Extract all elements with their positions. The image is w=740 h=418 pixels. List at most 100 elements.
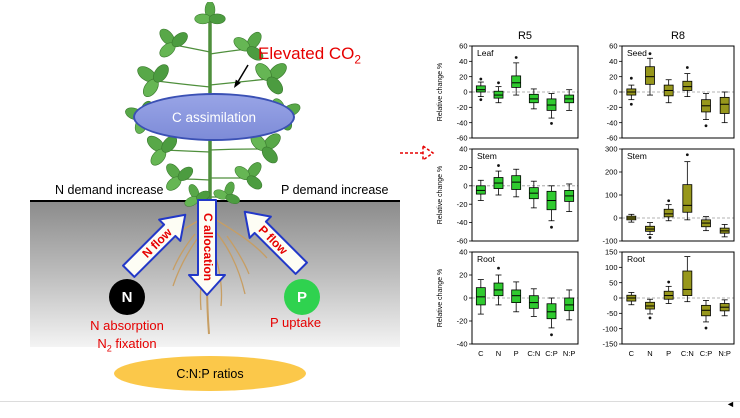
box-C:P: [701, 216, 711, 232]
outlier-point: [514, 56, 518, 59]
outlier-point: [497, 164, 500, 167]
box-N: [645, 298, 655, 320]
box-N:P: [564, 183, 575, 212]
c-assimilation-ellipse: C assimilation: [133, 93, 295, 141]
box-C:N: [682, 153, 693, 221]
p-flow-arrow: [243, 210, 308, 275]
y-tick-label: 100: [605, 263, 618, 272]
y-tick-label: -60: [457, 134, 468, 142]
cnp-ratios-label: C:N:P ratios: [176, 366, 244, 381]
outlier-point: [497, 81, 500, 85]
y-tick-label: -60: [457, 237, 468, 245]
y-tick-label: -40: [457, 218, 468, 227]
outlier-point: [648, 52, 652, 56]
panel-label: Seed: [627, 48, 647, 58]
box-N:P: [564, 289, 575, 321]
box-N:P: [719, 224, 730, 238]
outlier-point: [550, 333, 553, 337]
y-tick-label: -40: [607, 118, 618, 127]
box-C:P: [701, 300, 711, 330]
outlier-point: [497, 266, 500, 270]
y-tick-label: 0: [463, 294, 467, 303]
box-P: [511, 281, 522, 313]
y-axis-title: Relative change %: [437, 63, 444, 121]
n-flow-arrow: [122, 213, 187, 278]
y-tick-label: 150: [605, 249, 618, 257]
y-tick-label: 20: [459, 72, 467, 81]
n2-fixation-label: N2 fixation: [97, 335, 157, 354]
y-tick-label: -40: [457, 118, 468, 127]
n-pool-circle: N: [109, 279, 145, 315]
box-C: [626, 76, 637, 106]
y-axis-title: Relative change %: [437, 166, 444, 224]
box-C:N: [528, 88, 539, 110]
x-tick-label: C: [478, 349, 484, 358]
outlier-point: [550, 122, 553, 125]
n-processes-label: N absorption N2 fixation: [60, 317, 194, 354]
panel-label: Stem: [627, 151, 647, 161]
y-tick-label: 50: [609, 278, 617, 287]
y-tick-label: -20: [457, 103, 468, 112]
x-tick-label: C:P: [700, 349, 713, 358]
panel-label: Stem: [477, 151, 497, 161]
outlier-point: [648, 316, 652, 320]
y-tick-label: 300: [605, 146, 618, 154]
y-tick-label: 0: [613, 88, 617, 97]
outlier-point: [685, 153, 689, 157]
y-tick-label: 40: [459, 249, 467, 257]
p-pool-label: P: [296, 288, 307, 306]
y-tick-label: 40: [459, 57, 467, 66]
box-N: [493, 266, 504, 306]
box-C:N: [528, 288, 539, 317]
box-N:P: [719, 299, 730, 317]
panel-label: Leaf: [477, 48, 494, 58]
outlier-point: [550, 225, 553, 229]
y-tick-label: 20: [459, 271, 467, 280]
y-tick-label: 0: [463, 88, 467, 97]
cursor-arrow: ◄: [726, 399, 735, 409]
c-assimilation-label: C assimilation: [171, 109, 257, 125]
outlier-point: [667, 280, 671, 284]
box-C:N: [528, 180, 539, 209]
link-arrow: [400, 144, 435, 162]
p-pool-circle: P: [284, 279, 320, 315]
box-C:P: [546, 297, 557, 337]
y-tick-label: 40: [459, 146, 467, 154]
outlier-point: [704, 124, 708, 128]
x-tick-label: C:P: [545, 349, 558, 358]
y-tick-label: 40: [609, 57, 617, 66]
box-C: [626, 292, 637, 306]
p-demand-label: P demand increase: [281, 183, 389, 197]
y-tick-label: -20: [457, 317, 468, 326]
box-N:P: [719, 91, 730, 124]
y-tick-label: 20: [459, 163, 467, 172]
y-tick-label: 200: [605, 168, 618, 177]
y-tick-label: 100: [605, 191, 618, 200]
panel-border: [621, 148, 735, 242]
box-N: [645, 52, 655, 96]
y-tick-label: 0: [613, 294, 617, 303]
outlier-point: [629, 102, 633, 106]
box-C:P: [546, 185, 557, 229]
y-tick-label: -20: [457, 200, 468, 209]
box-N: [493, 164, 504, 196]
n-pool-label: N: [121, 288, 133, 306]
x-tick-label: P: [666, 349, 671, 358]
y-tick-label: 0: [463, 181, 467, 190]
x-tick-label: P: [514, 349, 519, 358]
y-tick-label: 20: [609, 72, 617, 81]
box-C: [626, 213, 637, 223]
column-title: R8: [670, 30, 686, 42]
y-tick-label: 60: [459, 43, 467, 51]
c-allocation-arrow: [188, 199, 226, 296]
column-title: R5: [517, 30, 533, 42]
box-C: [475, 77, 486, 102]
box-P: [663, 79, 674, 104]
box-C:N: [682, 256, 693, 303]
